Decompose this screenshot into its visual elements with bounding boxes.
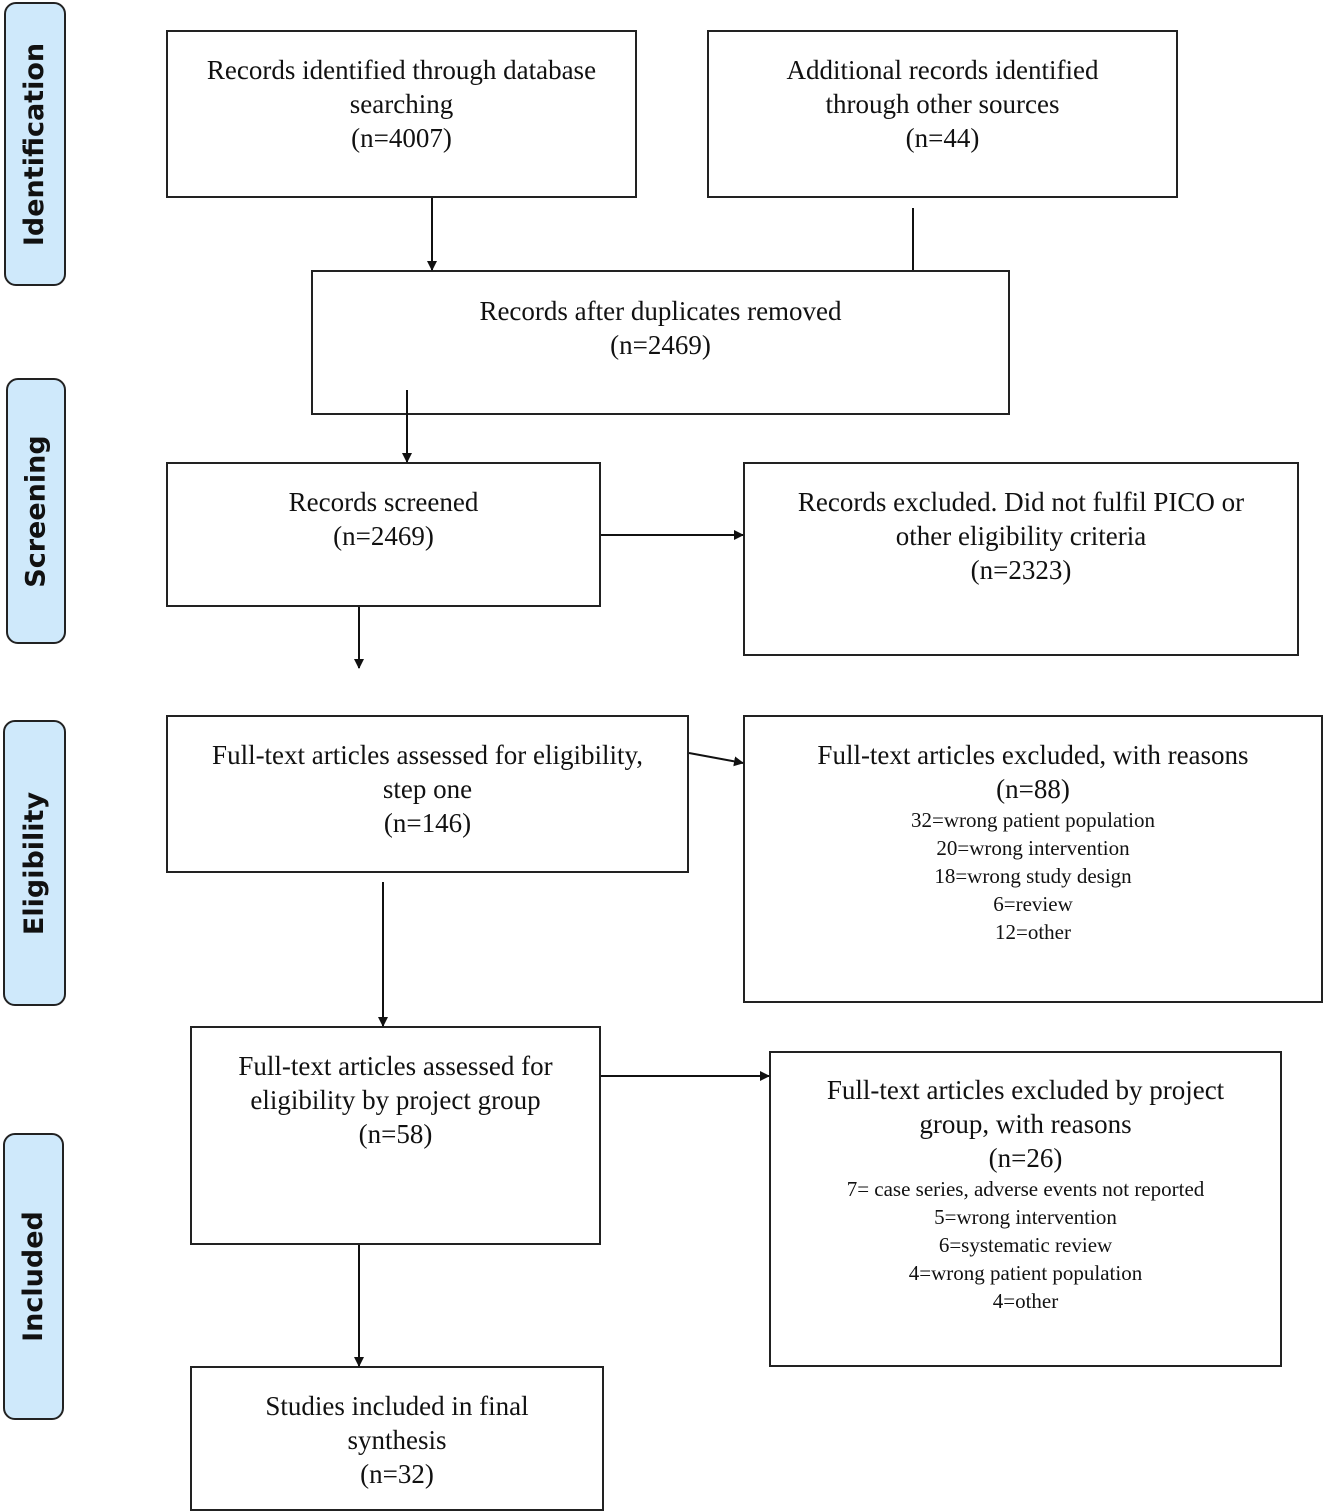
fulltext-excluded-reason: 6=review [993, 892, 1073, 916]
other-sources-line2: through other sources [825, 89, 1060, 119]
fulltext-step-one-line1: Full-text articles assessed for eligibil… [212, 740, 643, 770]
fulltext-excluded-line1: Full-text articles excluded, with reason… [817, 740, 1249, 770]
project-group-count: (n=58) [358, 1119, 433, 1149]
project-excluded-count: (n=26) [988, 1143, 1063, 1173]
fulltext-excluded-reason: 18=wrong study design [934, 864, 1132, 888]
fulltext-excluded-count: (n=88) [996, 774, 1070, 804]
box-records-screened: Records screened (n=2469) [166, 462, 601, 607]
duplicates-line1: Records after duplicates removed [479, 296, 842, 326]
project-group-line1: Full-text articles assessed for [238, 1051, 553, 1081]
excluded-screening-count: (n=2323) [970, 555, 1072, 585]
box-fulltext-step-one: Full-text articles assessed for eligibil… [166, 715, 689, 873]
duplicates-count: (n=2469) [610, 330, 711, 360]
box-project-group-assessed: Full-text articles assessed for eligibil… [190, 1026, 601, 1245]
phase-screening: Screening [6, 378, 66, 644]
project-excluded-reason: 4=wrong patient population [908, 1261, 1143, 1285]
included-line1: Studies included in final [265, 1391, 529, 1421]
fulltext-excluded-reason: 20=wrong intervention [936, 836, 1130, 860]
other-sources-line1: Additional records identified [786, 55, 1099, 85]
box-other-sources: Additional records identified through ot… [707, 30, 1178, 198]
fulltext-excluded-reason: 32=wrong patient population [911, 808, 1155, 832]
screened-line1: Records screened [288, 487, 479, 517]
fulltext-step-one-line2: step one [382, 774, 473, 804]
box-database-records: Records identified through database sear… [166, 30, 637, 198]
project-excluded-reason: 4=other [992, 1289, 1059, 1313]
phase-eligibility: Eligibility [3, 720, 66, 1006]
project-excluded-line1: Full-text articles excluded by project [826, 1075, 1225, 1105]
box-records-excluded: Records excluded. Did not fulfil PICO or… [743, 462, 1299, 656]
fulltext-step-one-count: (n=146) [383, 808, 472, 838]
box-fulltext-excluded: Full-text articles excluded, with reason… [743, 715, 1323, 1003]
project-excluded-reason: 7= case series, adverse events not repor… [846, 1177, 1205, 1201]
box-duplicates-removed: Records after duplicates removed (n=2469… [311, 270, 1010, 415]
phase-identification: Identification [4, 2, 66, 286]
box-project-group-excluded: Full-text articles excluded by project g… [769, 1051, 1282, 1367]
project-excluded-reason: 5=wrong intervention [934, 1205, 1117, 1229]
fulltext-excluded-reason: 12=other [995, 920, 1071, 944]
project-group-line2: eligibility by project group [250, 1085, 541, 1115]
other-sources-count: (n=44) [905, 123, 980, 153]
database-line2: searching [349, 89, 454, 119]
arrow-step-one-to-excluded [688, 752, 744, 767]
database-line1: Records identified through database [206, 55, 597, 85]
database-count: (n=4007) [351, 123, 452, 153]
included-line2: synthesis [347, 1425, 447, 1455]
included-count: (n=32) [360, 1459, 434, 1489]
project-excluded-reason: 6=systematic review [938, 1233, 1113, 1257]
screened-count: (n=2469) [333, 521, 434, 551]
box-studies-included: Studies included in final synthesis (n=3… [190, 1366, 604, 1511]
excluded-screening-line2: other eligibility criteria [895, 521, 1147, 551]
project-excluded-line2: group, with reasons [919, 1109, 1132, 1139]
phase-included: Included [3, 1133, 64, 1420]
excluded-screening-line1: Records excluded. Did not fulfil PICO or [797, 487, 1245, 517]
